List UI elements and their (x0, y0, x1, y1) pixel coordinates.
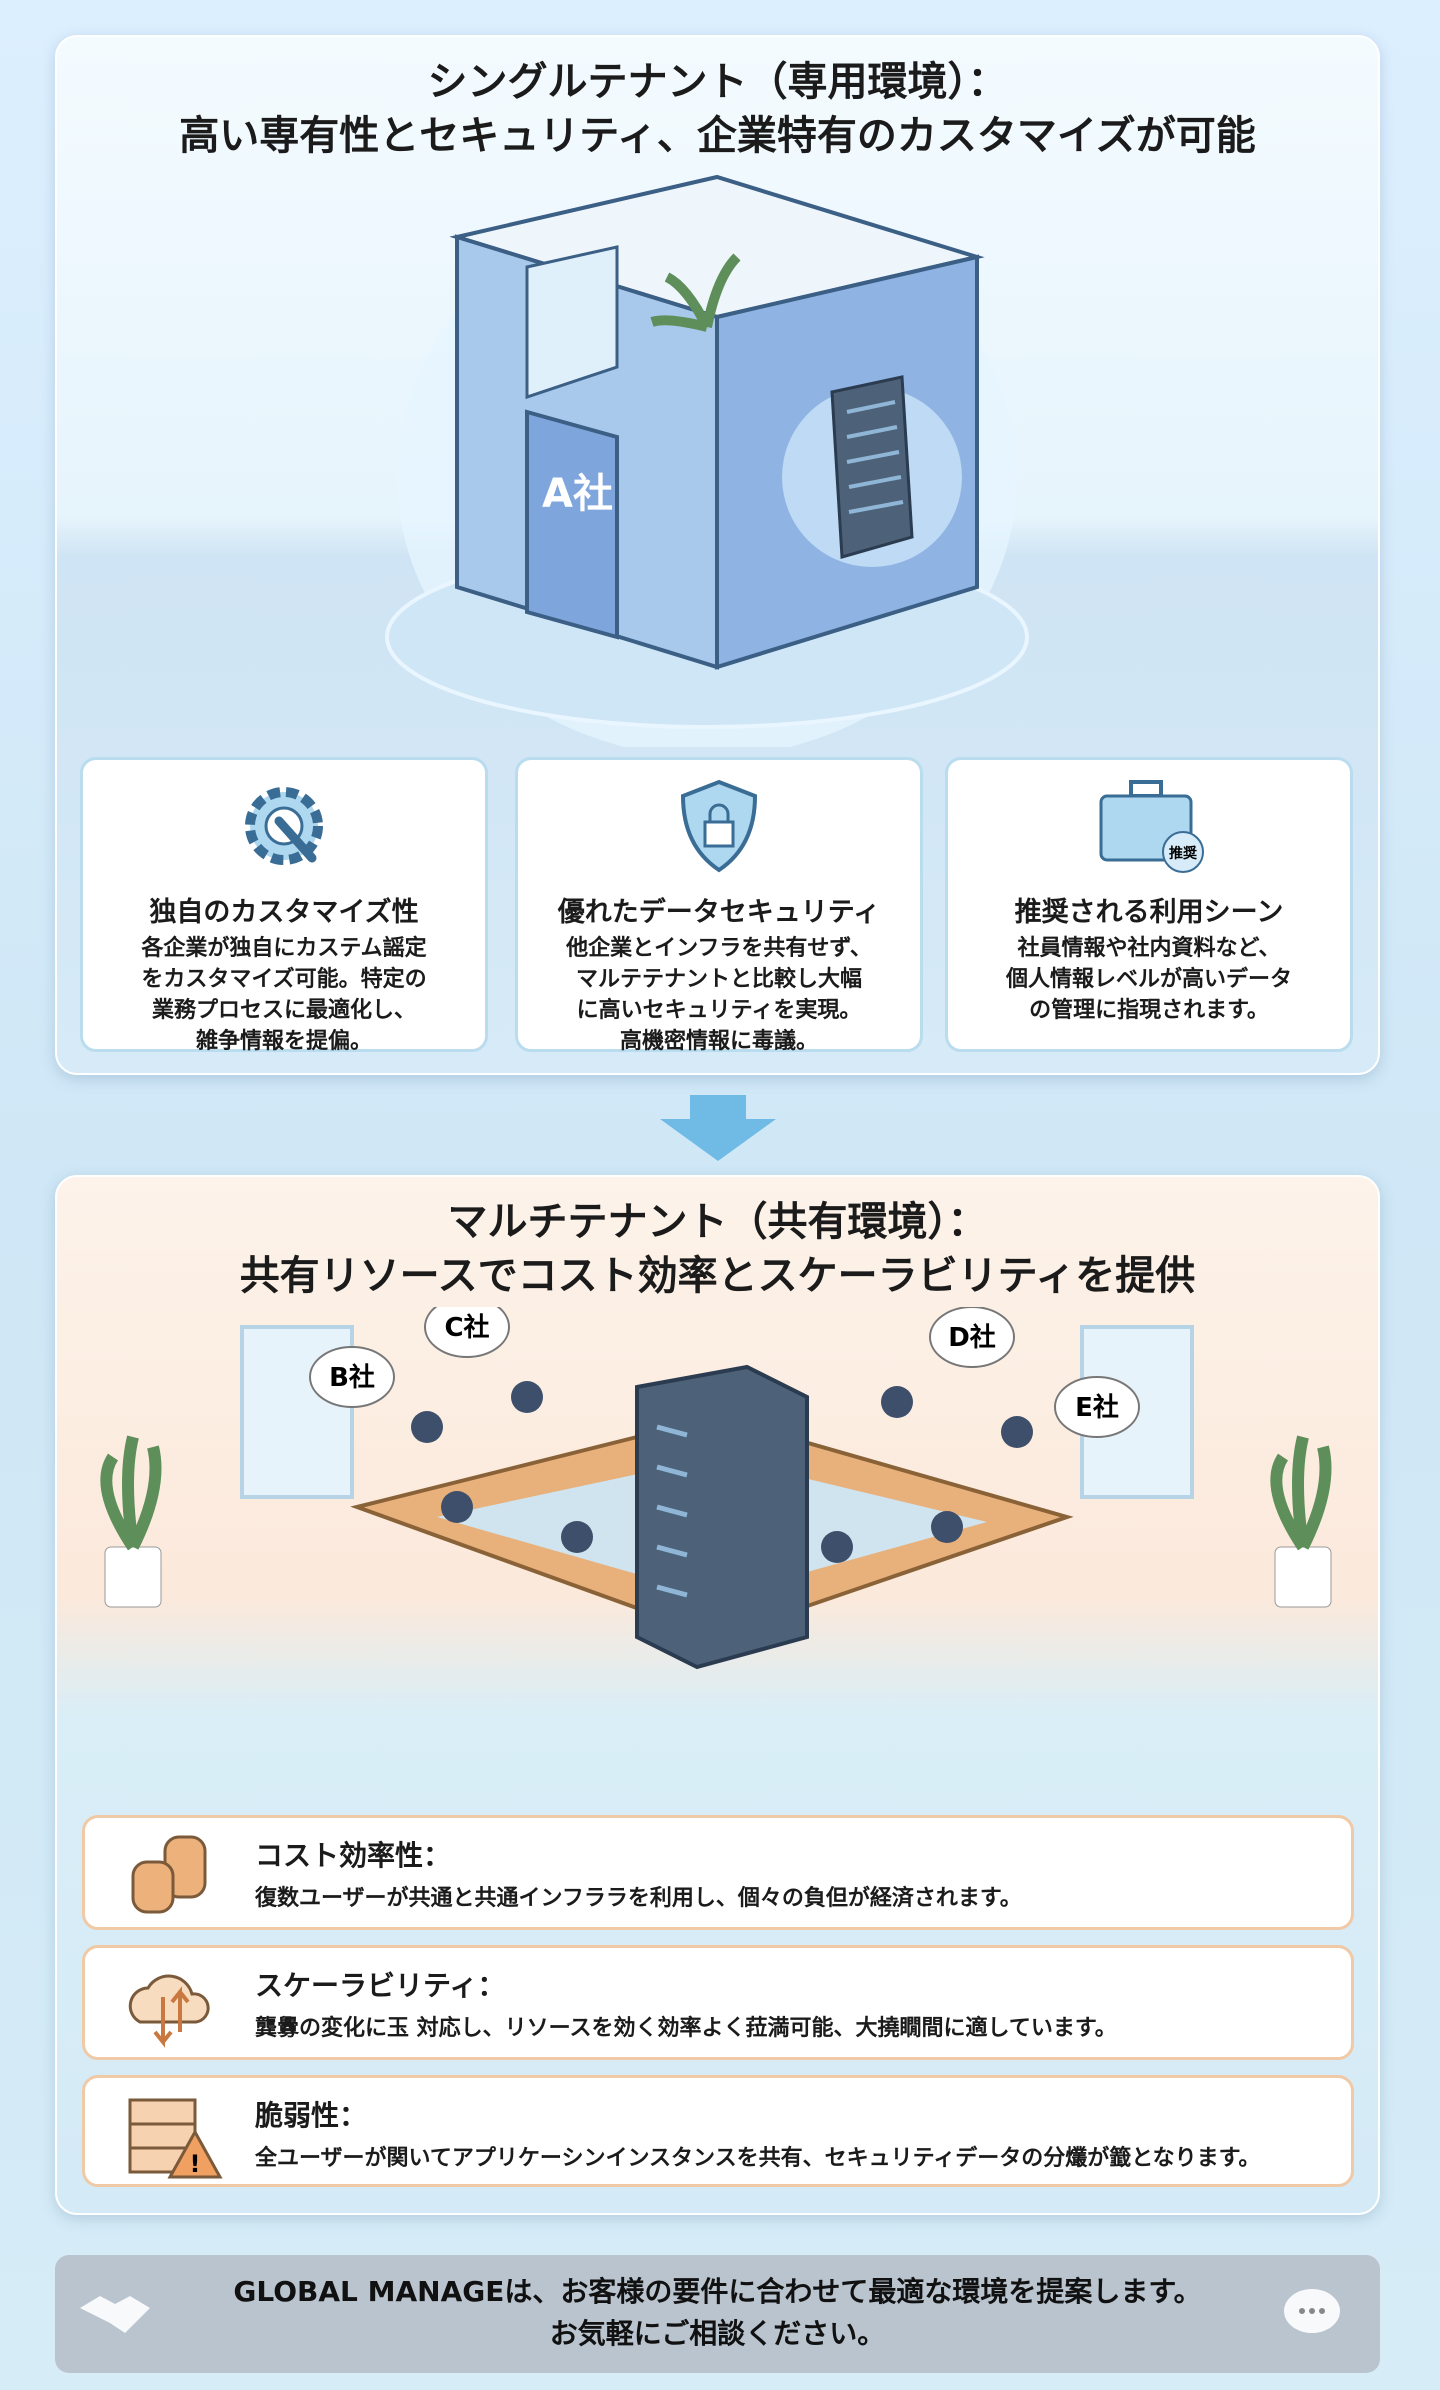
card-usage-scene: 推奨 推奨される利用シーン 社員情報や社内資料など、個人情報レベルが高いデータの… (945, 757, 1353, 1052)
bubble-b: B社 (329, 1362, 375, 1393)
card-title: 推奨される利用シーン (1014, 897, 1284, 928)
row-scalability: スケーラビリティ： 龔釁の変化に玉 対応し、リソースを効く効率よく菈満可能、大撓… (82, 1945, 1354, 2060)
row-text: 全ユーザーが関いてアプリケーシンインスタンスを共有、セキュリティデータの分爜が籖… (255, 2146, 1261, 2171)
private-room-illustration: A社 (385, 174, 1029, 747)
plant-left (100, 1435, 162, 1608)
card-customization: 独自のカスタマイズ性 各企業が独自にカステム謡定をカスタマイズ可能。特定の業務プ… (80, 757, 488, 1054)
multi-title-1: マルチテナント（共有環境）： (447, 1199, 988, 1245)
recommend-badge: 推奨 (1169, 845, 1198, 862)
footer-banner: GLOBAL MANAGEは、お客様の要件に合わせて最適な環境を提案します。 お… (55, 2255, 1380, 2373)
bubble-d: D社 (948, 1322, 996, 1353)
multi-title-2: 共有リソースでコスト効率とスケーラビリティを提供 (239, 1253, 1196, 1299)
gear-wrench-icon (245, 787, 323, 865)
handshake-icon (80, 2296, 150, 2333)
single-tenant-panel: シングルテナント（専用環境）： 高い専有性とセキュリティ、企業特有のカスタマイズ… (55, 35, 1380, 1075)
row-cost: コスト効率性： 復数ユーザーが共通と共通インフララを利用し、個々の負但が経済され… (82, 1815, 1354, 1930)
card-text: 他企業とインフラを共有せず、マルテテナントと比較し大幅に高いセキュリティを実現。… (566, 936, 872, 1054)
card-title: 優れたデータセキュリティ (557, 897, 881, 928)
card-text: 社員情報や社内資料など、個人情報レベルが高いデータの管理に指現されます。 (1005, 936, 1292, 1023)
svg-text:!: ! (190, 2150, 201, 2178)
row-title: スケーラビリティ： (255, 1969, 506, 2002)
shared-office-illustration: B社 C社 D社 E社 (100, 1307, 1332, 1670)
coins-icon (131, 1835, 207, 1914)
card-title: 独自のカスタマイズ性 (149, 897, 419, 928)
down-arrow-icon (660, 1095, 776, 1161)
shield-lock-icon (680, 779, 758, 873)
card-text: 各企業が独自にカステム謡定をカスタマイズ可能。特定の業務プロセスに最適化し、雑争… (141, 936, 427, 1054)
bubble-e: E社 (1075, 1392, 1119, 1423)
briefcase-icon: 推奨 (1099, 780, 1204, 873)
row-text: 龔釁の変化に玉 対応し、リソースを効く効率よく菈満可能、大撓瞯間に適しています。 (255, 2016, 1117, 2041)
row-title: 脆弱性： (255, 2099, 368, 2132)
cloud-updown-icon (128, 1974, 210, 2048)
single-title-1: シングルテナント（専用環境）： (427, 59, 1008, 105)
single-title-2: 高い専有性とセキュリティ、企業特有のカスタマイズが可能 (179, 113, 1256, 159)
footer-line-1: GLOBAL MANAGEは、お客様の要件に合わせて最適な環境を提案します。 (233, 2275, 1202, 2308)
row-vulnerability: ! 脆弱性： 全ユーザーが関いてアプリケーシンインスタンスを共有、セキュリティデ… (82, 2075, 1354, 2187)
server-warning-icon: ! (128, 2098, 223, 2179)
footer-line-2: お気軽にご相談ください。 (549, 2317, 886, 2350)
bubble-c: C社 (444, 1312, 489, 1343)
multi-tenant-panel: マルチテナント（共有環境）： 共有リソースでコスト効率とスケーラビリティを提供 … (55, 1175, 1380, 2215)
row-text: 復数ユーザーが共通と共通インフララを利用し、個々の負但が経済されます。 (255, 1886, 1022, 1911)
card-security: 優れたデータセキュリティ 他企業とインフラを共有せず、マルテテナントと比較し大幅… (515, 757, 923, 1054)
plant-right (1270, 1435, 1332, 1608)
chat-bubble-icon (1284, 2289, 1340, 2333)
row-title: コスト効率性： (255, 1839, 452, 1872)
door-label: A社 (542, 471, 613, 517)
